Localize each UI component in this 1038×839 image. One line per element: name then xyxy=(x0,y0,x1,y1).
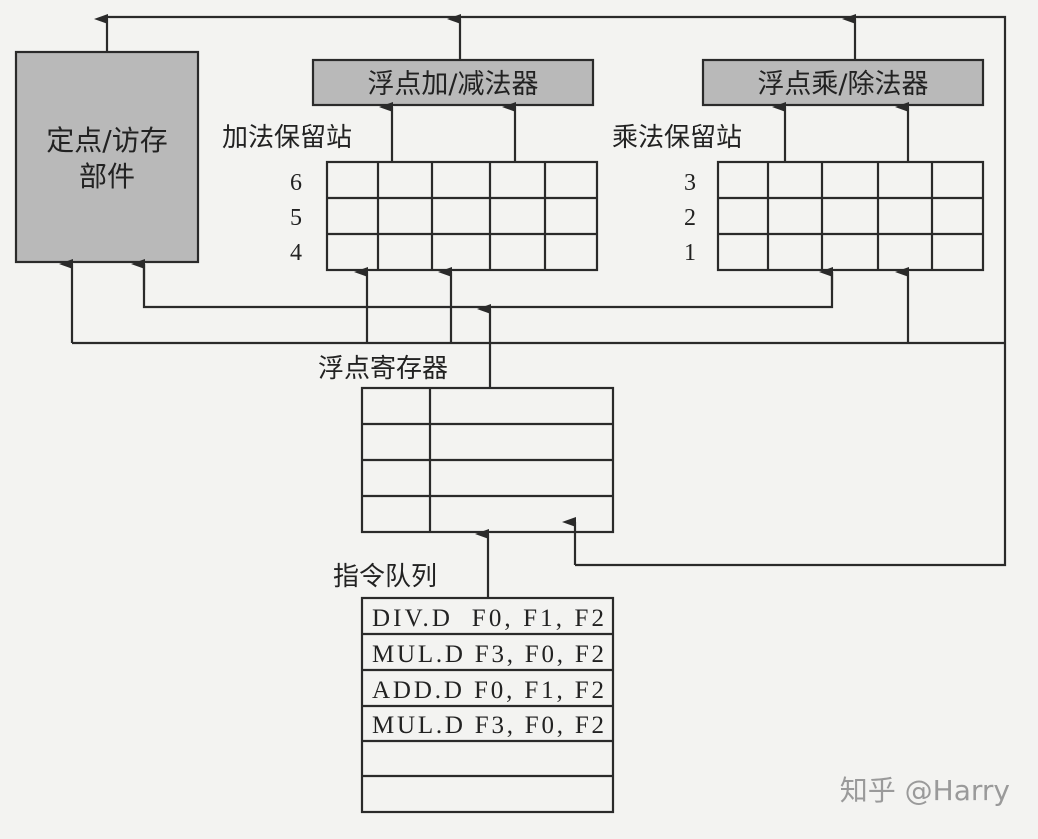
mult-station-row-label: 3 xyxy=(684,170,696,196)
operand-bus-2 xyxy=(59,259,1005,345)
instruction-queue: DIV.D F0, F1, F2 MUL.D F3, F0, F2 ADD.D … xyxy=(360,596,615,814)
mult-reservation-station: 3 2 1 xyxy=(684,160,985,272)
fp-multiplier-label: 浮点乘/除法器 xyxy=(757,69,928,100)
fixed-memory-unit: 定点/访存 部件 xyxy=(14,50,200,264)
registers-label: 浮点寄存器 xyxy=(318,354,448,384)
add-station-label: 加法保留站 xyxy=(222,123,352,153)
mult-station-row-label: 2 xyxy=(684,205,696,231)
watermark: 知乎 @Harry xyxy=(840,774,1010,807)
fixed-memory-unit-label-2: 部件 xyxy=(79,160,135,193)
queue-instruction: MUL.D F3, F0, F2 xyxy=(372,641,604,668)
fp-multiplier-unit: 浮点乘/除法器 xyxy=(701,58,985,107)
add-station-row-label: 5 xyxy=(290,205,302,231)
add-reservation-station: 6 5 4 xyxy=(290,160,599,272)
fp-adder-unit: 浮点加/减法器 xyxy=(311,58,595,107)
fp-registers xyxy=(360,386,615,534)
instruction-queue-label: 指令队列 xyxy=(333,562,437,592)
fp-adder-label: 浮点加/减法器 xyxy=(367,69,538,100)
mult-station-row-label: 1 xyxy=(684,240,696,266)
add-station-row-label: 4 xyxy=(290,240,302,266)
fixed-memory-unit-label-1: 定点/访存 xyxy=(46,124,167,157)
queue-instruction: DIV.D F0, F1, F2 xyxy=(372,605,604,632)
operand-bus-1 xyxy=(131,259,834,388)
add-station-row-label: 6 xyxy=(290,170,302,196)
queue-instruction: MUL.D F3, F0, F2 xyxy=(372,712,604,739)
queue-instruction: ADD.D F0, F1, F2 xyxy=(372,677,604,704)
mult-station-label: 乘法保留站 xyxy=(612,123,742,153)
common-data-bus xyxy=(94,14,1007,567)
